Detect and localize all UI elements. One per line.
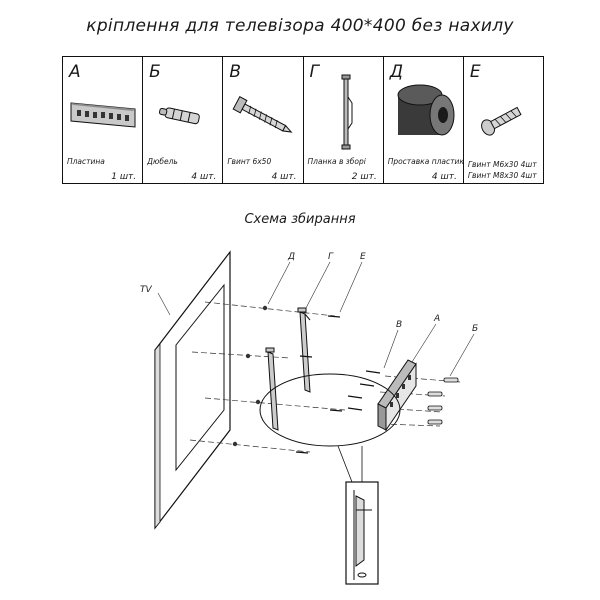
part-qty: 4 шт. [271, 172, 297, 182]
zoom-callout [259, 373, 401, 585]
part-qty: 2 шт. [351, 172, 377, 182]
label-e: Е [360, 252, 366, 262]
part-name: Планка в зборі [307, 157, 366, 166]
part-cell-d: Д Проставка пластикова 4 шт. [384, 57, 464, 183]
label-tv: TV [140, 285, 152, 295]
label-a: А [433, 314, 440, 324]
part-name: Гвинт М6х30 4шт [467, 160, 537, 169]
bolt-icon [480, 106, 522, 136]
plate-icon [70, 102, 136, 128]
part-cell-g: Г Планка в зборі 2 шт. [304, 57, 384, 183]
bracket-icon [341, 74, 353, 150]
part-name: Дюбель [147, 157, 178, 166]
label-g: Г [328, 252, 334, 262]
screws-v [347, 370, 381, 411]
part-qty: 4 шт. [191, 172, 217, 182]
part-letter: Е [469, 62, 481, 82]
page-title: кріплення для телевізора 400*400 без нах… [86, 16, 514, 36]
label-d: Д [287, 252, 295, 262]
wall-plate [377, 359, 417, 432]
part-name-2: Гвинт М8х30 4шт [467, 171, 537, 180]
part-letter: Д [389, 62, 403, 82]
parts-table: А Пластина 1 шт. Б Дюбель 4 [62, 56, 544, 184]
dowels-b [427, 377, 459, 425]
part-name: Гвинт 6х50 [227, 157, 272, 166]
bolts-e [295, 315, 343, 454]
part-cell-v: В Гвинт 6х50 4 шт. [223, 57, 304, 183]
part-name: Проставка пластикова [387, 157, 464, 166]
part-cell-e: Е Гвинт М6х30 4шт Гвинт М8х30 4шт [464, 57, 543, 183]
part-name: Пластина [67, 157, 105, 166]
spacer-icon [397, 84, 455, 136]
part-qty: 4 шт. [431, 172, 457, 182]
part-cell-b: Б Дюбель 4 шт. [143, 57, 224, 183]
label-v: В [396, 320, 402, 330]
part-qty: 1 шт. [111, 172, 137, 182]
part-letter: А [69, 62, 81, 82]
assembly-title: Схема збирання [244, 212, 356, 227]
part-letter: Б [149, 62, 161, 82]
spacer-marks [232, 305, 268, 447]
screw-icon [232, 96, 293, 133]
bracket-lower [265, 347, 279, 431]
dowel-icon [159, 107, 201, 125]
tv-panel [154, 250, 231, 530]
bracket-upper [297, 307, 311, 393]
part-letter: Г [309, 62, 319, 82]
assembly-diagram: TV Д Г Е В А Б [140, 250, 478, 585]
leader-lines [157, 261, 475, 377]
part-cell-a: А Пластина 1 шт. [63, 57, 144, 183]
label-b: Б [472, 324, 478, 334]
part-letter: В [229, 62, 242, 82]
